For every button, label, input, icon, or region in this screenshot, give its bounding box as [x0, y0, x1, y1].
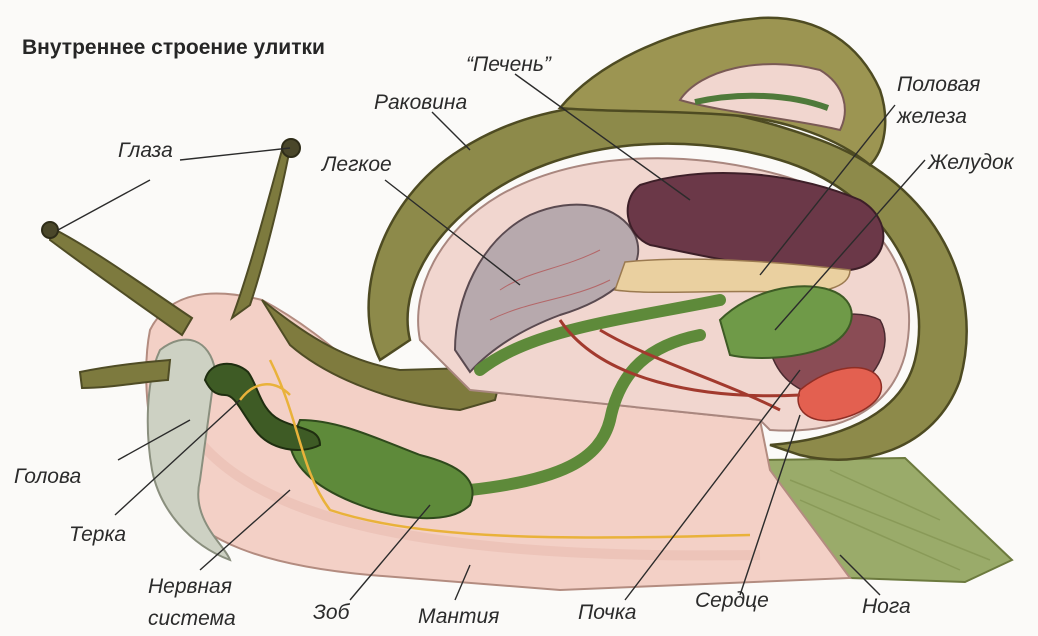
label-gonad-line2: железа [897, 104, 967, 129]
label-nervous-line2: система [148, 606, 236, 631]
label-gonad-line1: Половая [897, 72, 980, 97]
label-mantle: Мантия [418, 604, 499, 629]
label-head: Голова [14, 464, 81, 489]
label-lung: Легкое [322, 152, 392, 177]
label-heart: Сердце [695, 588, 769, 613]
label-radula: Терка [69, 522, 126, 547]
eye-tentacle-left [50, 228, 192, 335]
label-shell: Раковина [374, 90, 467, 115]
label-crop: Зоб [313, 600, 349, 625]
label-stomach: Желудок [928, 150, 1014, 175]
eye-tentacle-long [232, 148, 290, 318]
label-nervous-line1: Нервная [148, 574, 232, 599]
label-liver: “Печень” [466, 52, 551, 77]
label-eyes: Глаза [118, 138, 173, 163]
diagram-title: Внутреннее строение улитки [22, 36, 325, 60]
label-foot: Нога [862, 594, 911, 619]
label-kidney: Почка [578, 600, 636, 625]
eye-left [42, 222, 58, 238]
